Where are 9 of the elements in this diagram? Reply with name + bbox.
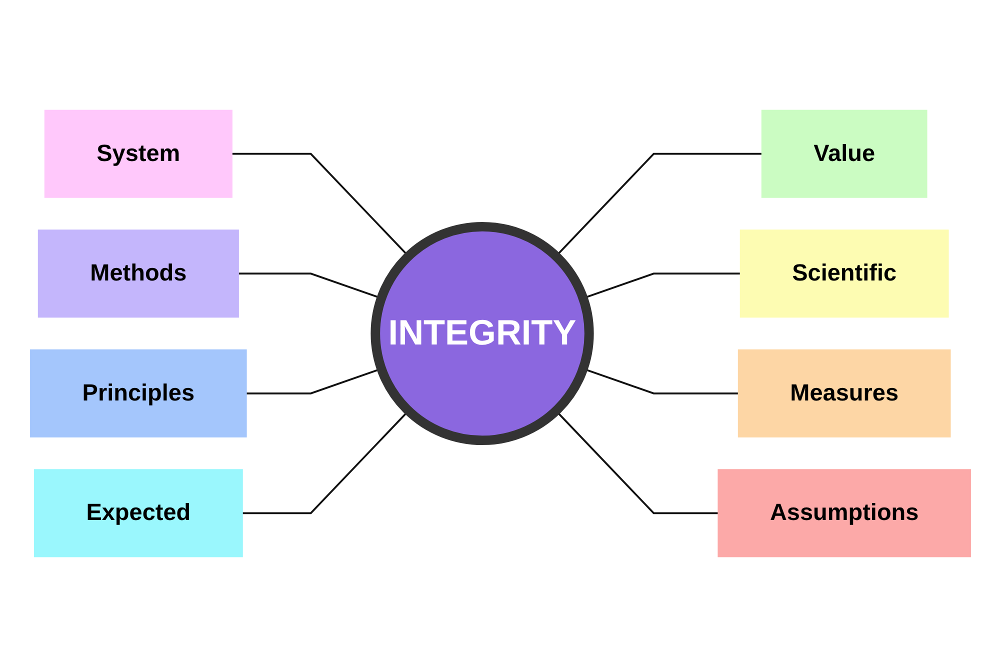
node-circle: INTEGRITY — [370, 222, 594, 446]
node-box: Assumptions — [717, 469, 970, 558]
node-box: Expected — [33, 469, 242, 558]
node-box: Measures — [737, 349, 950, 438]
node-box: System — [44, 110, 232, 198]
node-box: Scientific — [739, 230, 948, 318]
node-box: Principles — [30, 349, 246, 438]
node-box: Methods — [37, 230, 238, 318]
node-box: Value — [760, 110, 927, 198]
